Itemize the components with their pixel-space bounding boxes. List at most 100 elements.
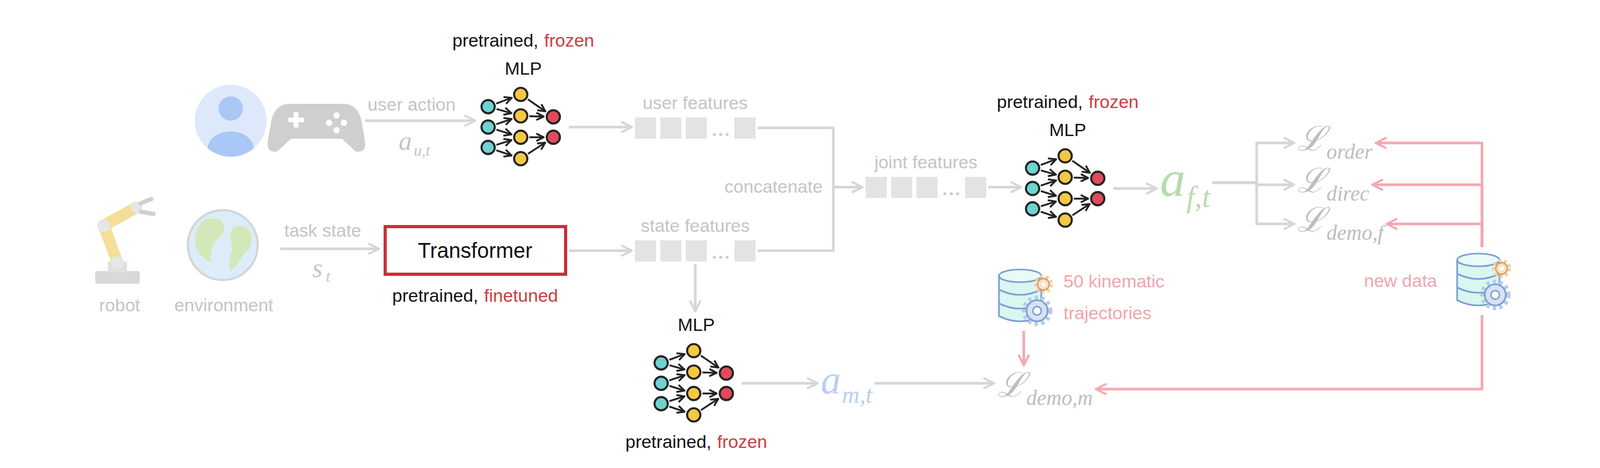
label-text: direc xyxy=(1326,183,1370,205)
annotation-label: concatenate xyxy=(724,176,823,197)
connector-arrow xyxy=(1022,330,1026,366)
annotation-label: environment xyxy=(174,294,274,316)
database-icon xyxy=(1452,249,1512,313)
feature-squares xyxy=(634,239,756,262)
label-text: demo,f xyxy=(1326,222,1384,244)
connector-arrow xyxy=(1375,142,1483,248)
node-mlpBot: MLP pretrained,frozen xyxy=(625,314,768,452)
connector-arrow xyxy=(569,249,633,252)
connector-arrow xyxy=(1372,184,1483,248)
label-text: a xyxy=(820,359,841,400)
transformer-box: Transformer xyxy=(383,224,568,276)
label-text: ℒ xyxy=(1297,122,1326,157)
node-loss: ℒdirec xyxy=(1297,164,1370,206)
math-symbol: ℒorder xyxy=(1297,122,1373,157)
annotation-label: s xyxy=(312,254,323,281)
caption-row: pretrained,frozen xyxy=(452,30,595,51)
node-tf: Transformer pretrained,finetuned xyxy=(383,224,568,306)
math-symbol: am,t xyxy=(820,359,873,400)
feature-squares-box xyxy=(634,239,756,262)
connector-arrow xyxy=(874,382,995,385)
caption-row: pretrained,finetuned xyxy=(392,285,558,306)
label-text: frozen xyxy=(1088,91,1140,113)
node-feat: state features xyxy=(634,215,756,262)
node-dbR: 50 kinematic trajectories xyxy=(994,265,1175,329)
math-symbol: ℒdemo,m xyxy=(997,368,1094,403)
caption-row: pretrained,frozen xyxy=(625,431,768,452)
connector-arrow xyxy=(1386,223,1483,248)
label-text: f,t xyxy=(1186,182,1211,212)
label-text: ℒ xyxy=(1297,203,1326,238)
node-mlpTop: pretrained,frozenMLP xyxy=(452,30,595,168)
mlp-icon-box xyxy=(652,342,740,424)
caption-row: pretrained,frozen xyxy=(996,91,1139,113)
gamepad-icon xyxy=(267,103,366,152)
database-icon xyxy=(994,265,1053,329)
math-symbol: ℒdemo,f xyxy=(1297,203,1384,238)
annotation-label: task state xyxy=(284,220,362,241)
node-math: am,t xyxy=(820,359,873,407)
node-loss: ℒdemo,f xyxy=(1297,203,1384,245)
annotation-label: u,t xyxy=(413,142,431,159)
label-text: frozen xyxy=(544,30,595,51)
label-text: demo,m xyxy=(1026,387,1094,409)
math-symbol: ℒdirec xyxy=(1297,164,1370,198)
node-feat: joint features xyxy=(865,151,987,198)
label-text: pretrained, xyxy=(392,285,479,306)
annotation-label: t xyxy=(325,268,331,285)
label-text: MLP xyxy=(1049,119,1087,141)
label-text: m,t xyxy=(841,382,873,407)
feature-squares xyxy=(865,176,987,199)
node-dbL: new data xyxy=(1364,249,1512,313)
user-action-arrow xyxy=(365,119,476,123)
label-text: Transformer xyxy=(417,238,533,263)
feature-squares-box xyxy=(634,116,756,140)
mlp-icon-box xyxy=(479,86,567,168)
node-math: af,t xyxy=(1159,153,1211,212)
label-text: joint features xyxy=(874,151,978,173)
mlp-icon xyxy=(479,86,567,168)
robot-arm-icon xyxy=(95,198,154,284)
mlp-icon xyxy=(652,342,740,424)
annotation-label: robot xyxy=(98,294,141,316)
label-text: ℒ xyxy=(1297,164,1326,198)
label-text: 50 kinematic trajectories xyxy=(1063,265,1175,329)
label-text: ℒ xyxy=(997,368,1026,403)
node-loss: ℒorder xyxy=(1297,122,1373,164)
connector-arrow xyxy=(1212,182,1295,224)
label-text: order xyxy=(1326,141,1373,163)
label-text: user features xyxy=(642,92,748,114)
label-text: pretrained, xyxy=(452,30,539,51)
task-state-arrow xyxy=(280,247,379,251)
math-symbol: af,t xyxy=(1159,153,1211,205)
connector-arrow xyxy=(1212,142,1295,183)
node-feat: user features xyxy=(634,92,756,139)
globe-icon xyxy=(187,210,258,280)
connector-arrow xyxy=(1113,187,1157,190)
connector-arrow xyxy=(741,382,818,385)
connector-arrow xyxy=(1095,314,1483,389)
label-text: pretrained, xyxy=(625,431,712,452)
label-text: finetuned xyxy=(484,285,559,306)
database-icon-box xyxy=(1452,249,1512,313)
connector-arrow xyxy=(568,125,632,129)
annotation-label: user action xyxy=(367,94,456,115)
feature-squares-box xyxy=(865,176,987,199)
mlp-icon-box xyxy=(1024,147,1112,230)
label-text: new data xyxy=(1364,270,1438,292)
label-text: pretrained, xyxy=(996,91,1084,113)
connector-arrow xyxy=(694,264,697,312)
annotation-label: a xyxy=(398,127,413,154)
connector-arrow xyxy=(988,185,1022,189)
label-text: state features xyxy=(640,215,750,236)
feature-squares xyxy=(634,116,756,140)
label-text: frozen xyxy=(717,431,768,452)
label-text: a xyxy=(1159,153,1186,205)
database-icon-box xyxy=(994,265,1053,329)
user-icon xyxy=(194,84,267,168)
label-text: MLP xyxy=(504,58,542,79)
node-loss: ℒdemo,m xyxy=(997,368,1094,410)
label-text: MLP xyxy=(677,314,715,335)
connector-arrow xyxy=(757,187,863,251)
